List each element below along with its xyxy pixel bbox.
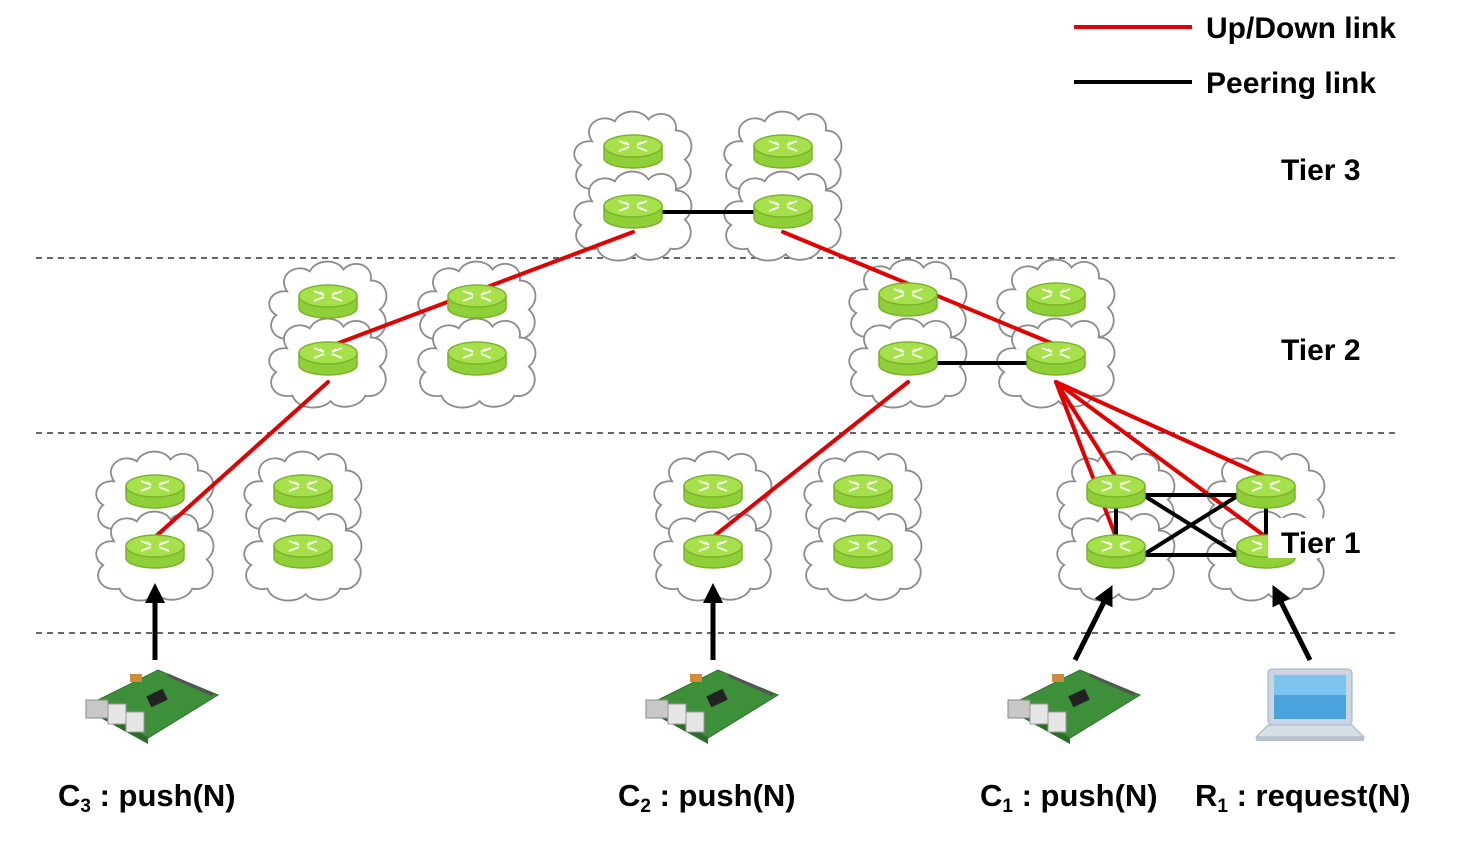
router-icon: [753, 134, 813, 169]
push-arrow-c1: [1072, 585, 1113, 662]
router-icon: [125, 474, 185, 509]
device-label-c1: C1 : push(N): [980, 778, 1158, 817]
router-icon: [298, 341, 358, 376]
router-icon: [273, 534, 333, 569]
laptop-icon: [1255, 668, 1365, 742]
raspberry-pi-icon: [1006, 668, 1142, 746]
cloud-layer: [95, 110, 1326, 602]
updown-link: [153, 380, 330, 539]
updown-link: [1054, 380, 1118, 539]
router-icon: [1086, 474, 1146, 509]
router-icon: [1086, 534, 1146, 569]
router-icon: [125, 534, 185, 569]
router-icon: [683, 474, 743, 509]
router-icon: [878, 341, 938, 376]
router-icon: [833, 534, 893, 569]
legend-peering-label: Peering link: [1206, 67, 1376, 100]
router-icon: [447, 341, 507, 376]
device-label-r1: R1 : request(N): [1195, 778, 1411, 817]
router-icon: [753, 194, 813, 229]
router-icon: [447, 284, 507, 319]
router-icon: [683, 534, 743, 569]
legend-updown-label: Up/Down link: [1206, 12, 1396, 45]
device-label-c3: C3 : push(N): [58, 778, 236, 817]
tier-3-label: Tier 3: [1281, 154, 1361, 187]
tier-2-label: Tier 2: [1281, 334, 1361, 367]
router-layer: [125, 134, 1296, 569]
router-icon: [298, 284, 358, 319]
router-icon: [603, 194, 663, 229]
raspberry-pi-icon: [644, 668, 780, 746]
router-icon: [1026, 282, 1086, 317]
tier-1-label: Tier 1: [1281, 527, 1361, 560]
router-icon: [1236, 474, 1296, 509]
updown-link: [1054, 380, 1268, 539]
legend: Up/Down link Peering link: [1074, 12, 1396, 100]
router-icon: [603, 134, 663, 169]
router-icon: [273, 474, 333, 509]
router-icon: [878, 282, 938, 317]
request-arrow-r1: [1272, 585, 1313, 662]
router-icon: [1026, 341, 1086, 376]
raspberry-pi-icon: [84, 668, 220, 746]
peering-link: [1141, 493, 1241, 557]
device-label-c2: C2 : push(N): [618, 778, 796, 817]
updown-link: [1054, 380, 1268, 479]
tier-1-label-bg: [1268, 518, 1368, 558]
router-icon: [833, 474, 893, 509]
updown-link: [711, 380, 910, 539]
updown-link: [1054, 380, 1118, 479]
